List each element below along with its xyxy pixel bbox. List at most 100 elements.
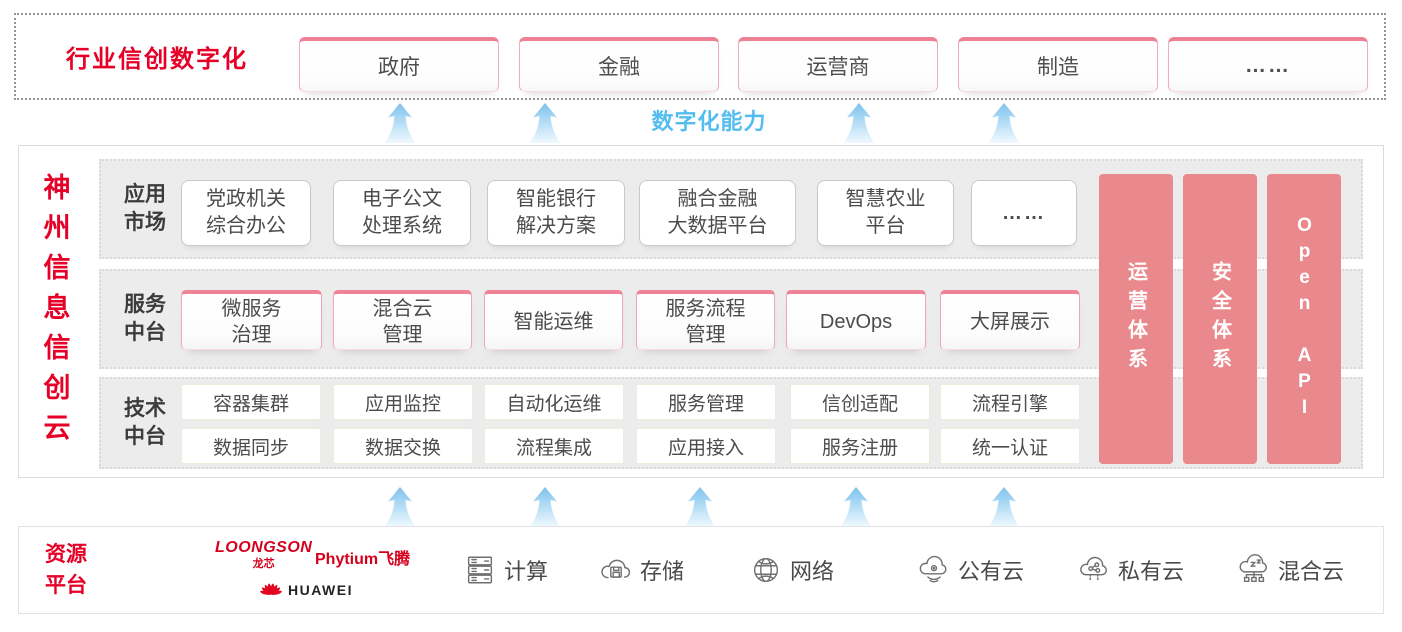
box-line: 微服务 (221, 297, 282, 320)
pillar-operation-system: 运营体系 (1099, 174, 1173, 464)
tech-box-service-registry: 服务注册 (790, 428, 930, 464)
box-line: 应用接入 (667, 437, 744, 459)
app-box-smart-agriculture: 智慧农业 平台 (817, 180, 954, 246)
loongson-logo-cn: 龙芯 (252, 558, 275, 570)
tech-box-service-mgmt: 服务管理 (636, 384, 776, 420)
app-box-smart-banking: 智能银行 解决方案 (487, 180, 625, 246)
tech-box-app-monitoring: 应用监控 (333, 384, 473, 420)
phytium-logo-cn: 飞腾 (378, 551, 411, 568)
tech-box-data-exchange: 数据交换 (333, 428, 473, 464)
label-line: 应用 (124, 182, 166, 206)
huawei-logo-text: HUAWEI (288, 582, 353, 598)
resource-panel: 资源 平台 LOONGSON 龙芯 Phytium飞腾 (18, 526, 1384, 614)
phytium-logo: Phytium飞腾 (315, 545, 410, 569)
platform-container: 神州信息信创云 应用 市场 党政机关 综合办公 电子公文 处理系统 智能银行 解… (18, 145, 1384, 478)
box-line: 大数据平台 (667, 215, 768, 237)
box-line: 处理系统 (362, 215, 442, 237)
label-line: 平台 (45, 574, 87, 597)
service-platform-label: 服务 中台 (113, 271, 177, 367)
resource-item-compute: 计算 (463, 527, 548, 613)
resource-item-label: 公有云 (958, 559, 1025, 584)
huawei-flower-icon (259, 583, 283, 595)
tech-box-container-cluster: 容器集群 (181, 384, 321, 420)
resource-item-label: 混合云 (1278, 559, 1345, 584)
sector-label: …… (1245, 54, 1291, 77)
up-arrow-icon (840, 487, 872, 527)
box-line: 治理 (231, 323, 272, 346)
box-line: 自动化运维 (506, 393, 602, 415)
box-line: 智慧农业 (845, 188, 926, 210)
pillar-security-system: 安全体系 (1183, 174, 1257, 464)
label-line: 中台 (124, 425, 166, 448)
huawei-logo: HUAWEI (259, 579, 353, 601)
vendor-logos: LOONGSON 龙芯 Phytium飞腾 (197, 535, 427, 607)
resource-item-network: 网络 (749, 527, 834, 613)
box-line: 信创适配 (821, 393, 898, 415)
tech-box-data-sync: 数据同步 (181, 428, 321, 464)
sector-box-more: …… (1168, 37, 1368, 92)
box-line: 数据交换 (364, 437, 441, 459)
box-line: 智能运维 (513, 310, 594, 333)
sector-label: 制造 (1037, 56, 1079, 79)
pillar-open-api: Open API (1267, 174, 1341, 464)
industry-banner-title: 行业信创数字化 (66, 46, 248, 73)
box-line: 应用监控 (364, 393, 441, 415)
network-icon (753, 557, 779, 583)
box-line: 平台 (865, 215, 906, 237)
sector-box-finance: 金融 (519, 37, 719, 92)
box-line: 综合办公 (206, 215, 286, 237)
app-market-panel: 应用 市场 党政机关 综合办公 电子公文 处理系统 智能银行 解决方案 融合金融… (99, 159, 1363, 259)
box-line: 智能银行 (516, 188, 596, 210)
service-platform-panel: 服务 中台 微服务 治理 混合云 管理 智能运维 服务流程 管理 DevOps (99, 269, 1363, 369)
sector-box-telecom: 运营商 (738, 37, 938, 92)
public-cloud-icon (919, 555, 947, 583)
up-arrow-icon (384, 487, 416, 527)
sector-box-government: 政府 (299, 37, 499, 92)
resource-item-label: 私有云 (1118, 559, 1185, 584)
tech-box-unified-auth: 统一认证 (940, 428, 1080, 464)
box-line: 融合金融 (677, 188, 758, 210)
app-box-more: …… (971, 180, 1077, 246)
pillar-text: 运营体系 (1124, 261, 1147, 377)
box-line: 统一认证 (971, 437, 1048, 459)
box-line: 流程引擎 (971, 393, 1048, 415)
private-cloud-icon (1080, 556, 1107, 582)
up-arrow-icon (988, 103, 1020, 143)
box-line: 服务流程 (665, 297, 746, 320)
loongson-logo-text: LOONGSON (215, 539, 313, 556)
resource-item-private-cloud: 私有云 (1077, 527, 1184, 613)
tech-box-process-integration: 流程集成 (484, 428, 624, 464)
hybrid-cloud-icon (1239, 554, 1267, 583)
app-market-label: 应用 市场 (113, 161, 177, 257)
label-line: 市场 (124, 211, 166, 234)
resource-item-label: 存储 (640, 559, 685, 584)
loongson-logo: LOONGSON 龙芯 (215, 539, 312, 571)
tech-box-xinchuang-adaptation: 信创适配 (790, 384, 930, 420)
platform-vertical-title: 神州信息信创云 (31, 166, 79, 459)
pillar-text: 安全体系 (1208, 261, 1231, 377)
tech-platform-label: 技术 中台 (113, 379, 177, 467)
box-line: …… (1002, 201, 1046, 224)
sector-label: 金融 (598, 56, 640, 79)
industry-banner: 行业信创数字化 政府 金融 运营商 制造 …… (14, 13, 1386, 100)
resource-item-storage: 存储 (599, 527, 684, 613)
resource-panel-label: 资源 平台 (45, 527, 87, 613)
service-box-hybrid-cloud-mgmt: 混合云 管理 (333, 290, 472, 350)
app-box-party-gov-office: 党政机关 综合办公 (181, 180, 311, 246)
up-arrow-icon (843, 103, 875, 143)
tech-box-app-access: 应用接入 (636, 428, 776, 464)
box-line: 服务注册 (821, 437, 898, 459)
storage-icon (601, 559, 631, 579)
sector-box-manufacturing: 制造 (958, 37, 1158, 92)
up-arrow-icon (529, 103, 561, 143)
box-line: 容器集群 (212, 393, 289, 415)
sector-label: 政府 (378, 56, 420, 79)
label-line: 服务 (124, 292, 166, 316)
sector-label: 运营商 (806, 56, 870, 79)
up-arrow-icon (529, 487, 561, 527)
phytium-logo-text: Phytium (315, 551, 379, 568)
box-line: 数据同步 (212, 437, 289, 459)
box-line: 服务管理 (667, 393, 744, 415)
box-line: 管理 (382, 323, 423, 346)
service-box-intelligent-ops: 智能运维 (484, 290, 623, 350)
